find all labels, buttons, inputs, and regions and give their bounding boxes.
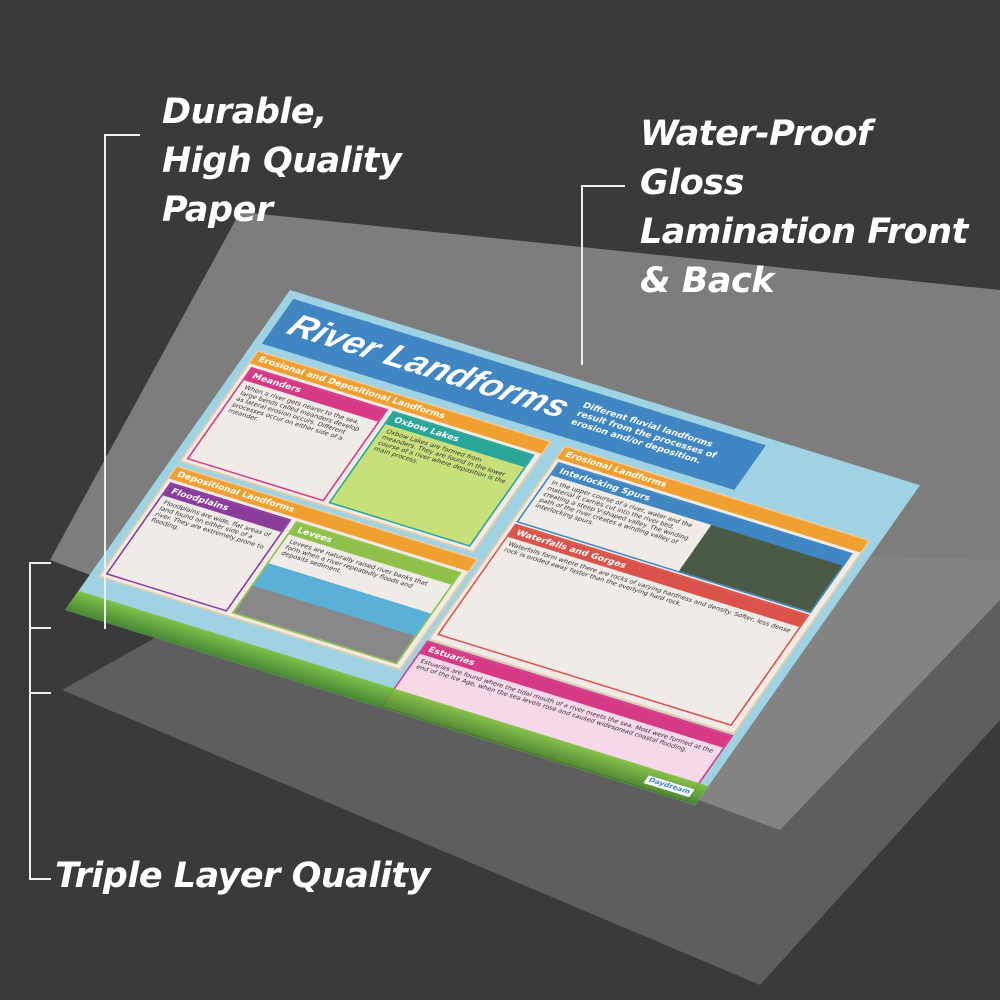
- paper-callout-line: [104, 134, 106, 629]
- layers-bracket-tick: [29, 562, 51, 564]
- paper-callout: Durable, High Quality Paper: [162, 92, 402, 230]
- layers-callout: Triple Layer Quality: [55, 856, 430, 896]
- lamination-callout-line: [581, 185, 583, 365]
- paper-callout-tick: [104, 134, 140, 136]
- layers-bracket-line: [29, 562, 31, 880]
- layers-bracket-tick: [29, 627, 51, 629]
- lamination-callout: Water-Proof Gloss Lamination Front & Bac…: [640, 114, 968, 301]
- lamination-callout-tick: [581, 185, 625, 187]
- layers-bracket-tick: [29, 878, 51, 880]
- layers-bracket-tick: [29, 692, 51, 694]
